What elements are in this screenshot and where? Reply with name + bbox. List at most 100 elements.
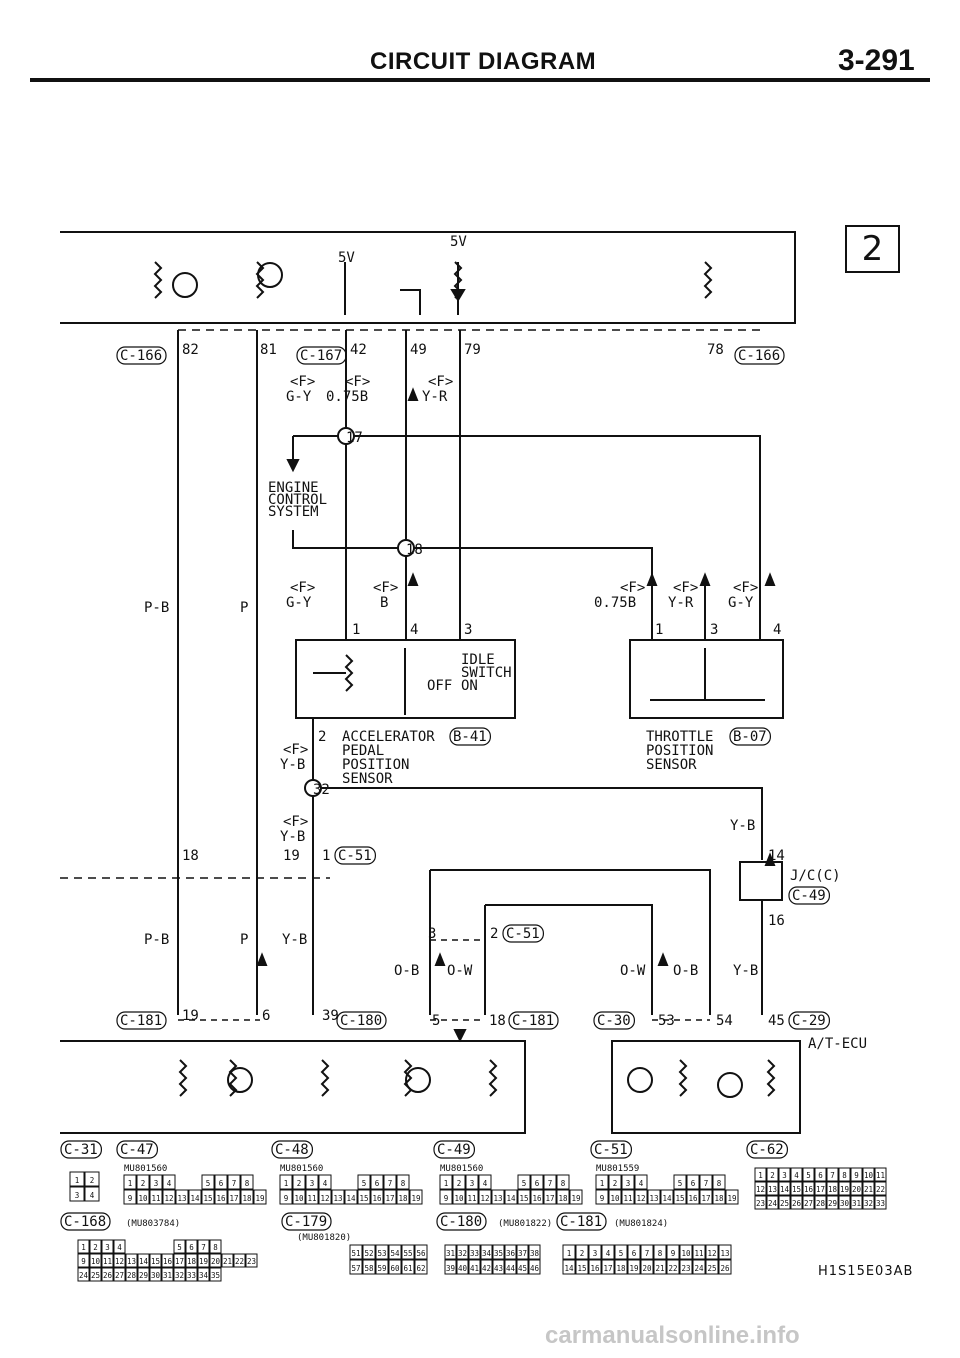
pin-cell bbox=[77, 1267, 90, 1282]
pin-number: 24 bbox=[768, 1199, 778, 1208]
pin-number: 43 bbox=[494, 1264, 503, 1273]
resistor-bottom bbox=[228, 1059, 238, 1097]
pin-cell bbox=[608, 1189, 622, 1205]
wire-junction-32 bbox=[313, 787, 763, 860]
pin-cell bbox=[814, 1167, 827, 1182]
pin-number: 18 bbox=[558, 1194, 568, 1203]
wires bbox=[60, 231, 801, 1134]
label-cc62: C-62 bbox=[750, 1142, 784, 1158]
pin-cell bbox=[516, 1244, 529, 1260]
pin-cell bbox=[69, 1186, 85, 1202]
label-m18: 18 bbox=[182, 848, 199, 864]
pin-number: 28 bbox=[816, 1199, 826, 1208]
label-ap1: 1 bbox=[352, 622, 360, 638]
arrow-ow bbox=[434, 952, 446, 966]
pin-cell bbox=[162, 1174, 176, 1190]
pin-cell bbox=[375, 1244, 389, 1260]
connector-tag-frame bbox=[436, 1212, 487, 1231]
pin-cell bbox=[465, 1189, 479, 1205]
pin-cell bbox=[197, 1267, 210, 1282]
pin-number: 5 bbox=[206, 1179, 211, 1188]
label-m14: 14 bbox=[768, 848, 785, 864]
pin-number: 9 bbox=[444, 1194, 449, 1203]
label-tp1: 1 bbox=[655, 622, 663, 638]
pin-number: 14 bbox=[139, 1257, 149, 1266]
pin-cell bbox=[227, 1189, 241, 1205]
pin-number: 25 bbox=[780, 1199, 789, 1208]
transistor-symbol bbox=[172, 272, 198, 298]
pin-number: 15 bbox=[675, 1194, 684, 1203]
label-atecu: A/T-ECU bbox=[808, 1036, 867, 1052]
pin-number: 18 bbox=[187, 1257, 197, 1266]
jc-box bbox=[739, 861, 783, 901]
pin-cell bbox=[874, 1167, 887, 1182]
resistor-bottom bbox=[178, 1059, 188, 1097]
pin-cell bbox=[862, 1167, 875, 1182]
pin-cell bbox=[480, 1244, 493, 1260]
pin-cell bbox=[686, 1174, 700, 1190]
label-yb2: Y-B bbox=[280, 829, 305, 845]
label-gy2: G-Y bbox=[286, 595, 312, 611]
label-m1: 1 bbox=[322, 848, 330, 864]
pin-number: 30 bbox=[151, 1271, 161, 1280]
pin-cell bbox=[161, 1267, 174, 1282]
pin-cell bbox=[790, 1195, 803, 1210]
pin-cell bbox=[197, 1239, 210, 1254]
label-c166b: C-166 bbox=[738, 348, 780, 364]
pin-cell bbox=[375, 1259, 389, 1275]
pin-cell bbox=[627, 1259, 641, 1275]
pin-number: 1 bbox=[444, 1179, 449, 1188]
pin-number: 38 bbox=[530, 1249, 540, 1258]
pin-number: 14 bbox=[662, 1194, 672, 1203]
pin-cell bbox=[113, 1267, 126, 1282]
pin-cell bbox=[253, 1189, 267, 1205]
pin-number: 8 bbox=[561, 1179, 566, 1188]
pin-cell bbox=[123, 1189, 137, 1205]
pin-cell bbox=[101, 1253, 114, 1268]
pin-number: 21 bbox=[223, 1257, 232, 1266]
pin-number: 2 bbox=[297, 1179, 302, 1188]
pin-number: 11 bbox=[307, 1194, 316, 1203]
pin-number: 15 bbox=[577, 1264, 586, 1273]
pin-cell bbox=[790, 1181, 803, 1196]
pin-cell bbox=[209, 1239, 222, 1254]
pin-number: 14 bbox=[346, 1194, 356, 1203]
pin-number: 8 bbox=[842, 1171, 847, 1180]
transistor-symbol bbox=[227, 1067, 253, 1093]
transistor-symbol bbox=[405, 1067, 431, 1093]
drawing-code: H1S15E03AB bbox=[818, 1264, 914, 1279]
pin-number: 4 bbox=[323, 1179, 328, 1188]
pin-number: 7 bbox=[201, 1243, 206, 1252]
pin-number: 21 bbox=[864, 1185, 873, 1194]
connector-tag-frame bbox=[590, 1140, 633, 1159]
label-v5b: 5V bbox=[450, 234, 467, 250]
pin-number: 17 bbox=[701, 1194, 710, 1203]
pin-number: 41 bbox=[470, 1264, 479, 1273]
label-yb4: Y-B bbox=[282, 932, 307, 948]
pin-cell bbox=[292, 1174, 306, 1190]
arrow-tps4 bbox=[764, 572, 776, 586]
pin-number: 61 bbox=[403, 1264, 412, 1273]
label-m3: 3 bbox=[428, 926, 436, 942]
label-yr2: Y-R bbox=[668, 595, 694, 611]
pin-number: 4 bbox=[483, 1179, 488, 1188]
pin-cell bbox=[504, 1189, 518, 1205]
pin-cell bbox=[396, 1189, 410, 1205]
label-cc47: C-47 bbox=[120, 1142, 154, 1158]
arrow-jc bbox=[764, 852, 776, 866]
pin-cell bbox=[279, 1189, 293, 1205]
pin-number: 20 bbox=[642, 1264, 652, 1273]
pin-cell bbox=[84, 1171, 100, 1187]
label-mu5: (MU803784) bbox=[126, 1219, 180, 1229]
pin-cell bbox=[679, 1259, 693, 1275]
pin-cell bbox=[444, 1259, 457, 1275]
arrow-tps1 bbox=[646, 572, 658, 586]
pin-number: 3 bbox=[310, 1179, 315, 1188]
aps-box bbox=[295, 639, 516, 719]
resistor-top bbox=[703, 261, 713, 299]
pin-number: 12 bbox=[320, 1194, 329, 1203]
label-j18: 18 bbox=[406, 542, 423, 558]
pin-number: 60 bbox=[390, 1264, 400, 1273]
pin-cell bbox=[766, 1167, 779, 1182]
label-p49: 49 bbox=[410, 342, 427, 358]
